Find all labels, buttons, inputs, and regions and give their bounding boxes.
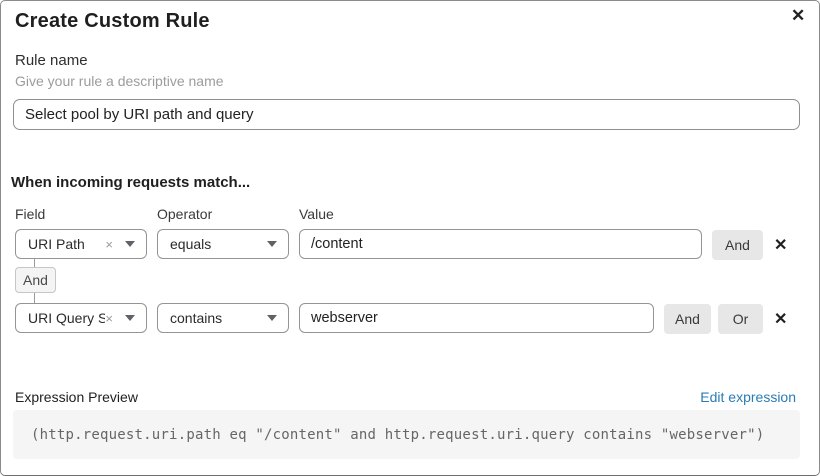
field-select-row1-value: URI Path <box>28 236 85 252</box>
dialog-title: Create Custom Rule <box>15 10 210 32</box>
and-connector-badge: And <box>15 267 56 293</box>
chevron-down-icon <box>267 315 277 321</box>
edit-expression-link[interactable]: Edit expression <box>700 389 796 405</box>
field-select-row2[interactable]: URI Query St... × <box>15 303 147 333</box>
value-input-row1[interactable] <box>299 229 702 259</box>
clear-selection-icon[interactable]: × <box>105 236 113 252</box>
delete-row1-icon[interactable]: ✕ <box>774 237 788 254</box>
rule-name-label: Rule name <box>15 52 88 69</box>
operator-select-row2-value: contains <box>170 310 223 326</box>
add-or-condition-button-row2[interactable]: Or <box>718 304 763 334</box>
clear-selection-icon[interactable]: × <box>105 310 113 326</box>
chevron-down-icon <box>125 241 135 247</box>
close-icon[interactable]: ✕ <box>791 6 806 25</box>
rule-name-helper-text: Give your rule a descriptive name <box>15 73 224 89</box>
add-and-condition-button-row2[interactable]: And <box>664 304 711 334</box>
rule-name-input[interactable] <box>13 99 800 130</box>
operator-select-row1-value: equals <box>170 236 212 252</box>
delete-row2-icon[interactable]: ✕ <box>774 311 788 328</box>
expression-preview-label: Expression Preview <box>15 389 138 405</box>
field-column-label: Field <box>15 206 46 222</box>
expression-code: (http.request.uri.path eq "/content" and… <box>31 426 765 443</box>
match-section-heading: When incoming requests match... <box>11 174 251 191</box>
operator-select-row1[interactable]: equals <box>157 229 289 259</box>
operator-select-row2[interactable]: contains <box>157 303 289 333</box>
field-select-row2-value: URI Query St... <box>28 310 105 326</box>
field-select-row1[interactable]: URI Path × <box>15 229 147 259</box>
add-and-condition-button-row1[interactable]: And <box>712 230 763 260</box>
operator-column-label: Operator <box>157 206 213 222</box>
chevron-down-icon <box>125 315 135 321</box>
chevron-down-icon <box>267 241 277 247</box>
value-input-row2[interactable] <box>299 303 654 333</box>
value-column-label: Value <box>299 206 334 222</box>
expression-preview-box: (http.request.uri.path eq "/content" and… <box>13 410 800 459</box>
